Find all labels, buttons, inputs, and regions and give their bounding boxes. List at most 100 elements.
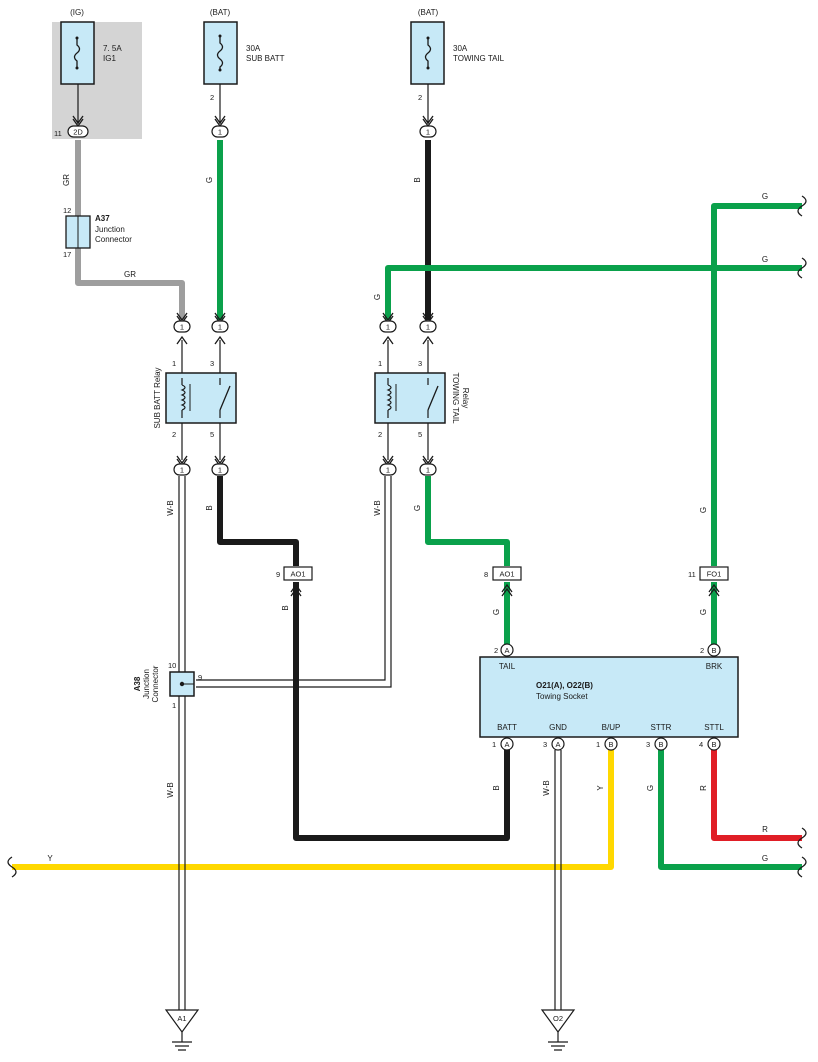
label-gr-1: GR xyxy=(62,174,71,186)
terminal-bup-pin: 1 xyxy=(596,740,600,749)
wire-wb-sub xyxy=(178,476,186,1010)
terminal-batt-pin: 1 xyxy=(492,740,496,749)
relay-sub-batt xyxy=(165,340,237,460)
terminal-sttr-conn: B xyxy=(658,740,663,749)
label-g-tow: G xyxy=(413,505,422,511)
towing-socket-subtitle: Towing Socket xyxy=(536,692,588,701)
wire-gr-a37 xyxy=(75,248,185,320)
junction-a37-pin-top: 12 xyxy=(63,206,71,215)
connector-ao1-left-pin: 9 xyxy=(276,570,280,579)
label-gr-2: GR xyxy=(124,270,136,279)
connector-row-lower xyxy=(173,455,437,476)
terminal-sttl-pin: 4 xyxy=(699,740,703,749)
relay-tow-name-2: Relay xyxy=(461,388,470,408)
label-b-ao1: B xyxy=(281,605,290,610)
connector-row-upper xyxy=(173,312,437,345)
relay-tow-pin-5: 5 xyxy=(418,430,422,439)
connector-lower-2: 1 xyxy=(218,466,222,475)
junction-a38-pin-right: 9 xyxy=(198,673,202,682)
connector-fo1 xyxy=(699,566,729,597)
label-r-right: R xyxy=(762,825,768,834)
fuse-towtail xyxy=(410,21,445,85)
terminal-batt xyxy=(500,737,514,751)
relay-sub-name: SUB BATT Relay xyxy=(153,367,162,428)
connector-upper-2: 1 xyxy=(218,323,222,332)
connector-upper-3: 1 xyxy=(386,323,390,332)
connector-lower-4: 1 xyxy=(426,466,430,475)
wire-r xyxy=(711,750,802,841)
terminal-sttl xyxy=(707,737,721,751)
label-r-sttl: R xyxy=(699,785,708,791)
terminal-gnd xyxy=(551,737,565,751)
terminal-brk-conn: B xyxy=(711,646,716,655)
terminal-bup-conn: B xyxy=(608,740,613,749)
wire-g-sttr xyxy=(658,750,802,870)
towing-socket-title: O21(A), O22(B) xyxy=(536,681,593,690)
fuse-ig-pin: 11 xyxy=(54,129,62,138)
terminal-batt-label: BATT xyxy=(497,723,517,732)
connector-towtail-fuse-label: 1 xyxy=(426,128,430,137)
label-g-subbatt: G xyxy=(205,177,214,183)
junction-a37-pin-bottom: 17 xyxy=(63,250,71,259)
wire-b-subrelay xyxy=(217,476,299,566)
relay-sub-pin-5: 5 xyxy=(210,430,214,439)
connector-ao1-left xyxy=(283,566,313,597)
connector-ao1-right xyxy=(492,566,522,597)
ground-o2-label: O2 xyxy=(553,1014,563,1023)
terminal-tail-conn: A xyxy=(504,646,509,655)
terminal-sttl-conn: B xyxy=(711,740,716,749)
towing-socket xyxy=(479,656,739,738)
terminal-tail-label: TAIL xyxy=(499,662,516,671)
label-g-feed: G xyxy=(373,294,382,300)
fuse-subbatt-rating: 30A xyxy=(246,44,261,53)
label-y-bup: Y xyxy=(596,785,605,791)
relay-tow-pin-3: 3 xyxy=(418,359,422,368)
label-g-tail: G xyxy=(492,609,501,615)
connector-subbatt-fuse-label: 1 xyxy=(218,128,222,137)
junction-a38-line1: Junction xyxy=(142,669,151,699)
fuse-ig xyxy=(60,21,95,85)
label-wb-sub: W-B xyxy=(166,500,175,515)
ground-a1 xyxy=(164,1009,200,1051)
terminal-tail xyxy=(500,643,514,657)
wire-b-batt xyxy=(293,582,510,841)
connector-fo1-pin: 11 xyxy=(688,570,696,579)
wire-g-relay-feed xyxy=(385,265,802,320)
terminal-gnd-pin: 3 xyxy=(543,740,547,749)
ground-a1-label: A1 xyxy=(177,1014,186,1023)
connector-ao1-left-label: AO1 xyxy=(290,570,305,579)
junction-a38-line2: Connector xyxy=(151,665,160,702)
connector-2d-label: 2D xyxy=(73,128,83,137)
label-wb-a38: W-B xyxy=(166,782,175,797)
label-b-towtail: B xyxy=(413,177,422,182)
junction-a38-pin-bottom: 1 xyxy=(172,701,176,710)
fuse-subbatt-pin: 2 xyxy=(210,93,214,102)
fuse-towtail-source: (BAT) xyxy=(418,8,439,17)
label-wb-tow: W-B xyxy=(373,500,382,515)
wire-g-brk xyxy=(711,203,802,566)
relay-tow-pin-1: 1 xyxy=(378,359,382,368)
terminal-bup-label: B/UP xyxy=(602,723,621,732)
label-b-subrelay: B xyxy=(205,505,214,510)
junction-a38-code: A38 xyxy=(133,676,142,691)
connector-lower-1: 1 xyxy=(180,466,184,475)
label-g-brk-upper: G xyxy=(699,507,708,513)
connector-towtail-fuse xyxy=(419,115,437,138)
wire-g-tail xyxy=(425,476,510,566)
fuse-subbatt-name: SUB BATT xyxy=(246,54,285,63)
fuse-towtail-rating: 30A xyxy=(453,44,468,53)
ground-o2 xyxy=(540,1009,576,1051)
fuse-ig-name: IG1 xyxy=(103,54,116,63)
terminal-sttr-label: STTR xyxy=(651,723,672,732)
junction-a38-pin-top: 10 xyxy=(168,661,176,670)
connector-upper-1: 1 xyxy=(180,323,184,332)
label-g-right: G xyxy=(762,854,768,863)
label-y-left: Y xyxy=(47,854,53,863)
label-wb-gnd: W-B xyxy=(542,780,551,795)
terminal-brk-label: BRK xyxy=(706,662,723,671)
wire-y xyxy=(12,750,614,870)
junction-a37-line2: Connector xyxy=(95,235,132,244)
wire-wb-gnd xyxy=(554,750,562,1010)
connector-lower-3: 1 xyxy=(386,466,390,475)
